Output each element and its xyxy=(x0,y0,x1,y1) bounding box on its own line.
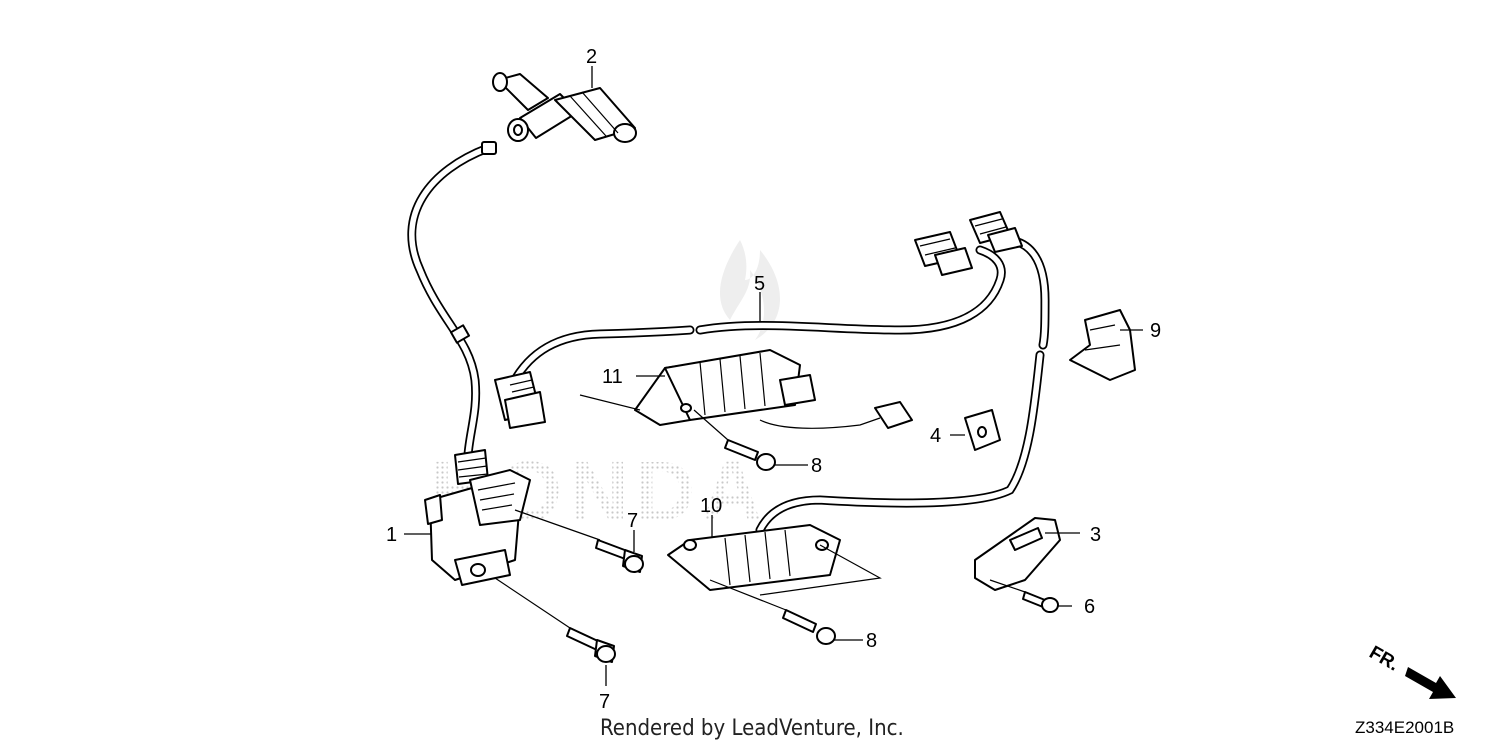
leader-lines xyxy=(404,66,1143,686)
callout-5: 5 xyxy=(754,273,765,295)
part-3-bracket xyxy=(974,517,1061,591)
part-2-spark-plug-cap xyxy=(492,72,637,143)
bolt-7-upper xyxy=(595,539,644,573)
callout-8-lower: 8 xyxy=(866,630,877,652)
render-credit: Rendered by LeadVenture, Inc. xyxy=(600,716,904,741)
callout-4: 4 xyxy=(930,425,941,447)
callout-9: 9 xyxy=(1150,320,1161,342)
part-4-grommet xyxy=(964,409,1001,451)
bolt-8-lower xyxy=(782,609,836,645)
part-5-wire-harness xyxy=(494,211,1050,535)
bolt-6 xyxy=(1022,591,1059,613)
callout-8-upper: 8 xyxy=(811,455,822,477)
diagram-code: Z334E2001B xyxy=(1355,718,1455,737)
part-11-charge-coil xyxy=(579,349,913,429)
front-label: FR. xyxy=(1366,642,1403,675)
callout-11: 11 xyxy=(602,366,623,388)
assembly-lines xyxy=(494,409,1026,629)
callout-2: 2 xyxy=(586,46,597,68)
callout-1: 1 xyxy=(386,524,397,546)
part-9-harness-clip xyxy=(1069,309,1136,381)
bolt-7-lower xyxy=(566,627,616,663)
callout-10: 10 xyxy=(700,495,722,517)
callout-3: 3 xyxy=(1090,524,1101,546)
bolt-8-upper xyxy=(724,439,776,471)
callout-7-upper: 7 xyxy=(627,510,638,532)
front-direction-indicator: FR. xyxy=(1366,642,1456,699)
callout-6: 6 xyxy=(1084,596,1095,618)
arrow-right-down-icon xyxy=(1405,667,1456,699)
part-10-charge-coil xyxy=(667,524,882,596)
callouts: 2 5 11 1 3 4 9 10 7 7 8 8 6 xyxy=(386,46,1161,713)
part-1-ignition-coil xyxy=(424,449,531,586)
high-tension-lead xyxy=(407,141,497,460)
callout-7-lower: 7 xyxy=(599,691,610,713)
